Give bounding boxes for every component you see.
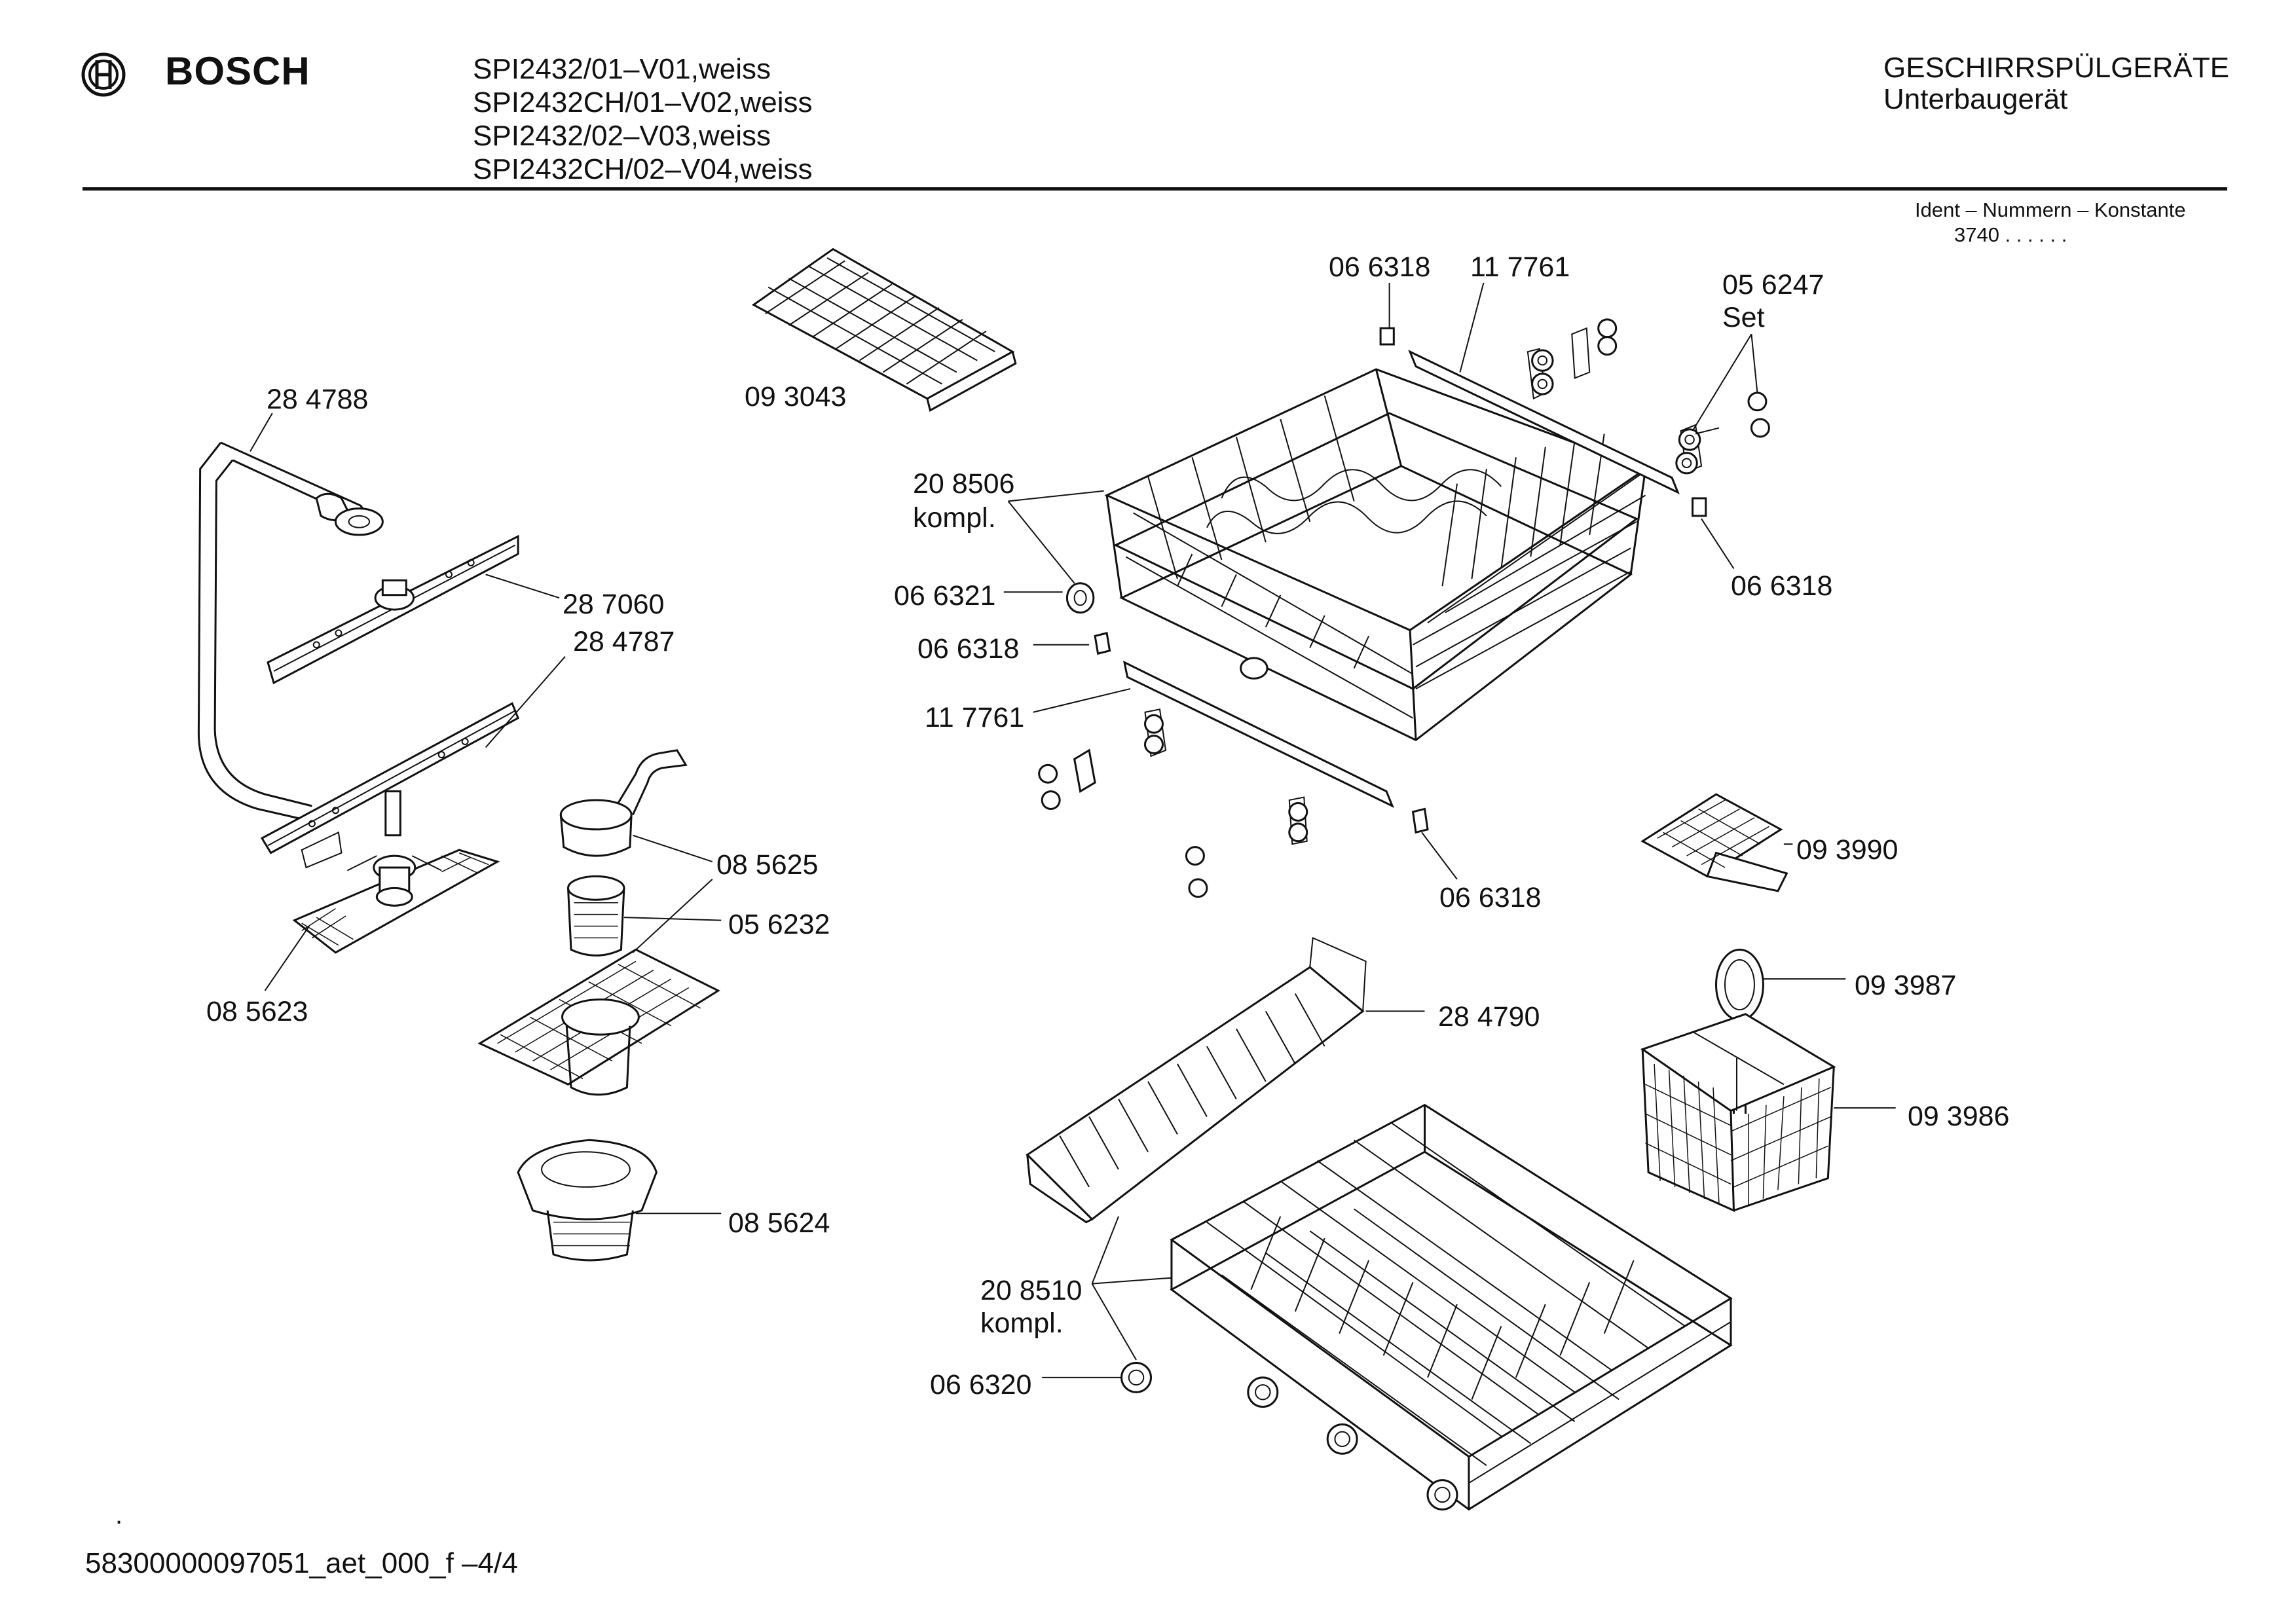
part-label-066318: 06 6318: [917, 633, 1020, 665]
part-label-085625: 08 5625: [716, 849, 819, 881]
part-label-287060: 28 7060: [563, 589, 665, 620]
leader-lines: [250, 283, 1896, 1378]
plate-rack-insert: [1028, 938, 1366, 1222]
part-label-093043: 09 3043: [745, 381, 847, 412]
filter-seal-ring: [561, 750, 686, 856]
header-rule: [83, 187, 2227, 191]
model-line: SPI2432CH/01–V02,weiss: [473, 86, 813, 119]
category-subtitle: Unterbaugerät: [1883, 83, 2068, 115]
category-block: GESCHIRRSPÜLGERÄTE Unterbaugerät: [1883, 52, 2229, 115]
cup-shelf-rack: [754, 249, 1016, 410]
bosch-armature-icon: [81, 52, 126, 97]
ident-label: Ident – Nummern – Konstante: [1915, 198, 2186, 221]
part-label-066318-top: 06 6318: [1329, 251, 1431, 283]
part-label-208506: 20 8506: [913, 468, 1015, 500]
part-label-284790: 28 4790: [1438, 1001, 1540, 1033]
part-label-208510-note: kompl.: [980, 1308, 1064, 1339]
upper-basket-roller: [1067, 583, 1093, 613]
part-label-056247-note: Set: [1722, 302, 1765, 333]
cutlery-basket: [1642, 949, 1834, 1210]
cutlery-tray-insert: [1642, 794, 1787, 891]
lower-basket: [1172, 1105, 1731, 1510]
model-line: SPI2432/02–V03,weiss: [473, 120, 771, 152]
part-label-056247: 05 6247: [1722, 269, 1824, 301]
brand-name: BOSCH: [165, 49, 310, 93]
upper-basket-rail-top: [1380, 320, 1706, 516]
part-label-085623: 08 5623: [206, 996, 308, 1027]
ident-block: Ident – Nummern – Konstante 3740 . . . .…: [1915, 198, 2186, 247]
part-label-093987: 09 3987: [1855, 970, 1957, 1001]
part-label-208506-note: kompl.: [913, 502, 996, 534]
upper-basket-rail-bottom: [1039, 633, 1428, 897]
model-list: SPI2432/01–V01,weiss SPI2432CH/01–V02,we…: [473, 52, 813, 186]
part-label-117761: 11 7761: [925, 702, 1025, 733]
lower-basket-roller: [1122, 1363, 1151, 1393]
document-id: 58300000097051_aet_000_f –4/4: [85, 1547, 518, 1579]
part-label-208510: 20 8510: [980, 1275, 1083, 1306]
category-title: GESCHIRRSPÜLGERÄTE: [1883, 52, 2230, 84]
upper-basket: [1107, 369, 1648, 740]
part-label-284788: 28 4788: [267, 384, 369, 415]
part-label-066320: 06 6320: [930, 1369, 1032, 1401]
footer-mark: .: [115, 1501, 123, 1530]
part-label-066318-right: 06 6318: [1731, 570, 1833, 602]
part-label-066321: 06 6321: [894, 580, 996, 612]
part-label-093990: 09 3990: [1796, 834, 1898, 866]
micro-filter-plate: [480, 949, 718, 1095]
part-label-284787: 28 4787: [573, 626, 675, 657]
upper-spray-arm: [268, 536, 518, 683]
height-adjuster-set: [1676, 393, 1769, 473]
filter-cylinder: [568, 876, 624, 955]
part-label-066318-bottom: 06 6318: [1439, 882, 1542, 913]
part-label-085624: 08 5624: [728, 1207, 830, 1239]
spray-arm-bearing: [294, 850, 497, 953]
part-label-093986: 09 3986: [1908, 1101, 2010, 1132]
spray-arm-supply-pipe: [198, 443, 382, 820]
model-line: SPI2432/01–V01,weiss: [473, 53, 771, 85]
part-label-117761-top: 11 7761: [1470, 251, 1570, 283]
part-label-056232: 05 6232: [728, 909, 830, 940]
coarse-filter-basket: [518, 1140, 656, 1260]
ident-value: 3740 . . . . . .: [1954, 223, 2067, 246]
model-line: SPI2432CH/02–V04,weiss: [473, 153, 813, 185]
lower-spray-arm: [262, 703, 518, 868]
